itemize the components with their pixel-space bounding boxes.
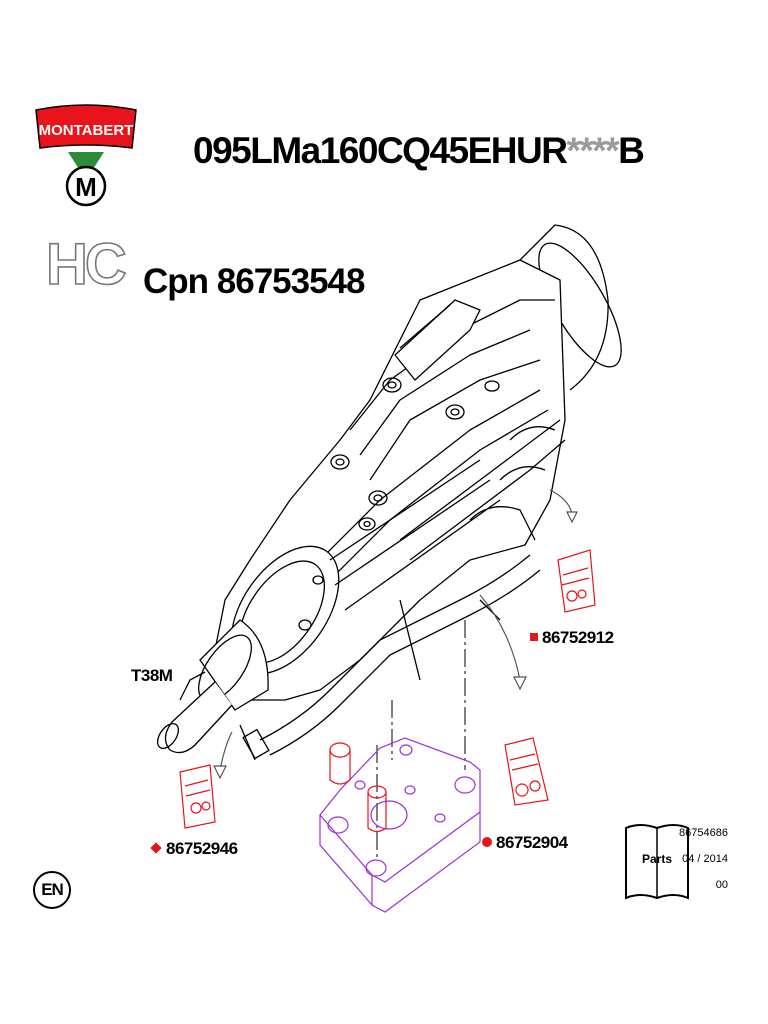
doc-date: 04 / 2014	[682, 853, 728, 865]
language-badge: EN	[33, 871, 71, 909]
doc-revision: 00	[715, 879, 728, 891]
kit-label-86752912: 86752912	[530, 628, 614, 648]
model-suffix: B	[618, 130, 645, 171]
hc-mark: HC	[45, 232, 127, 297]
model-code: 095LMa160CQ45EHUR****B	[193, 130, 645, 172]
doc-number: 86754686	[679, 827, 728, 839]
t38m-label: T38M	[131, 666, 173, 685]
brand-name: MONTABERT	[39, 122, 134, 139]
parts-book-label: Parts	[642, 852, 672, 866]
kit-label-86752904: 86752904	[482, 833, 568, 853]
square-marker-icon	[530, 633, 538, 641]
circle-marker-icon	[482, 837, 492, 847]
kit-number-circle: 86752904	[496, 833, 568, 852]
model-main: 095LMa160CQ45EHUR	[193, 130, 568, 171]
model-stars: ****	[566, 130, 619, 171]
parts-book-icon: Parts	[622, 820, 692, 909]
kit-label-86752946: 86752946	[150, 839, 238, 859]
diamond-marker-icon	[150, 842, 162, 854]
montabert-logo: MONTABERT M	[34, 102, 138, 217]
brand-mark: M	[75, 172, 97, 202]
kit-number-square: 86752912	[542, 628, 614, 647]
kit-number-diamond: 86752946	[166, 839, 238, 858]
cpn-number: Cpn 86753548	[143, 262, 365, 301]
